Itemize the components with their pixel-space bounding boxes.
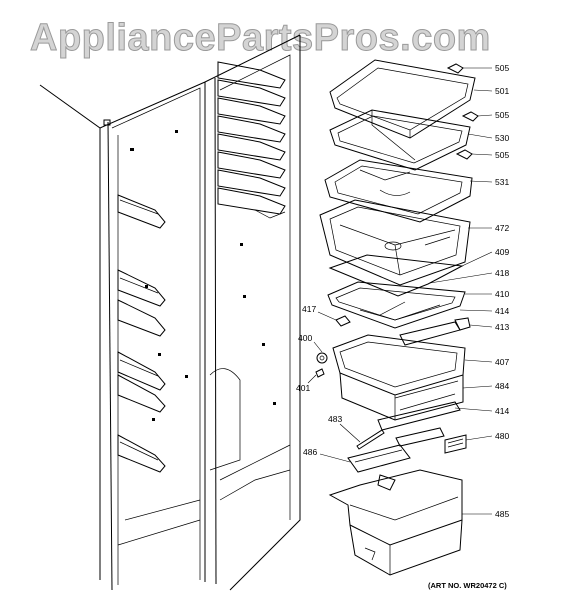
glass-panel-409: [328, 254, 464, 297]
drawer-485: [328, 469, 463, 576]
crisper-pan-472: [319, 199, 471, 286]
part-label-505b: 505: [495, 110, 509, 120]
slide-cover-486: [347, 444, 411, 491]
cover-frame-410: [327, 281, 466, 329]
glass-shelf-501: [329, 59, 476, 139]
clip-505-a: [446, 63, 464, 74]
door-shelves-left: [117, 194, 166, 473]
part-label-531: 531: [495, 177, 509, 187]
part-label-409: 409: [495, 247, 509, 257]
part-label-480: 480: [495, 431, 509, 441]
part-label-413: 413: [495, 322, 509, 332]
rail-414: [377, 401, 461, 431]
drawer-407: [332, 334, 466, 421]
roller-400: [316, 352, 328, 364]
part-label-418: 418: [495, 268, 509, 278]
part-label-485: 485: [495, 509, 509, 519]
clip-417: [335, 315, 351, 327]
part-label-472: 472: [495, 223, 509, 233]
art-number: (ART NO. WR20472 C): [428, 581, 507, 590]
door-shelves-upper: [217, 61, 286, 219]
part-label-401: 401: [296, 383, 310, 393]
part-label-407: 407: [495, 357, 509, 367]
part-label-505a: 505: [495, 63, 509, 73]
part-label-505c: 505: [495, 150, 509, 160]
part-label-483: 483: [328, 414, 342, 424]
clip-505-b: [461, 111, 479, 122]
part-label-417: 417: [302, 304, 316, 314]
slide-413: [399, 317, 471, 346]
leader-lines: [307, 67, 493, 515]
part-labels: 505 501 505 530 505 531 472 409 418 410 …: [296, 63, 509, 519]
part-label-530: 530: [495, 133, 509, 143]
part-label-400: 400: [298, 333, 312, 343]
shelf-frame-531: [324, 159, 473, 223]
clip-505-c: [455, 149, 473, 160]
part-label-486: 486: [303, 447, 317, 457]
slide-414-b: [395, 427, 445, 447]
glass-shelf-530: [329, 109, 471, 171]
bracket-480: [444, 434, 467, 454]
fridge-cabinet: [39, 34, 301, 591]
part-label-484: 484: [495, 381, 509, 391]
exploded-parts: [315, 59, 479, 576]
part-label-414a: 414: [495, 306, 509, 316]
cabinet-holes: [103, 119, 276, 421]
part-label-410: 410: [495, 289, 509, 299]
rod-483: [356, 429, 385, 450]
part-label-501: 501: [495, 86, 509, 96]
watermark-text: AppliancePartsPros.com: [30, 17, 491, 59]
screw-401: [315, 368, 325, 378]
part-label-414b: 414: [495, 406, 509, 416]
